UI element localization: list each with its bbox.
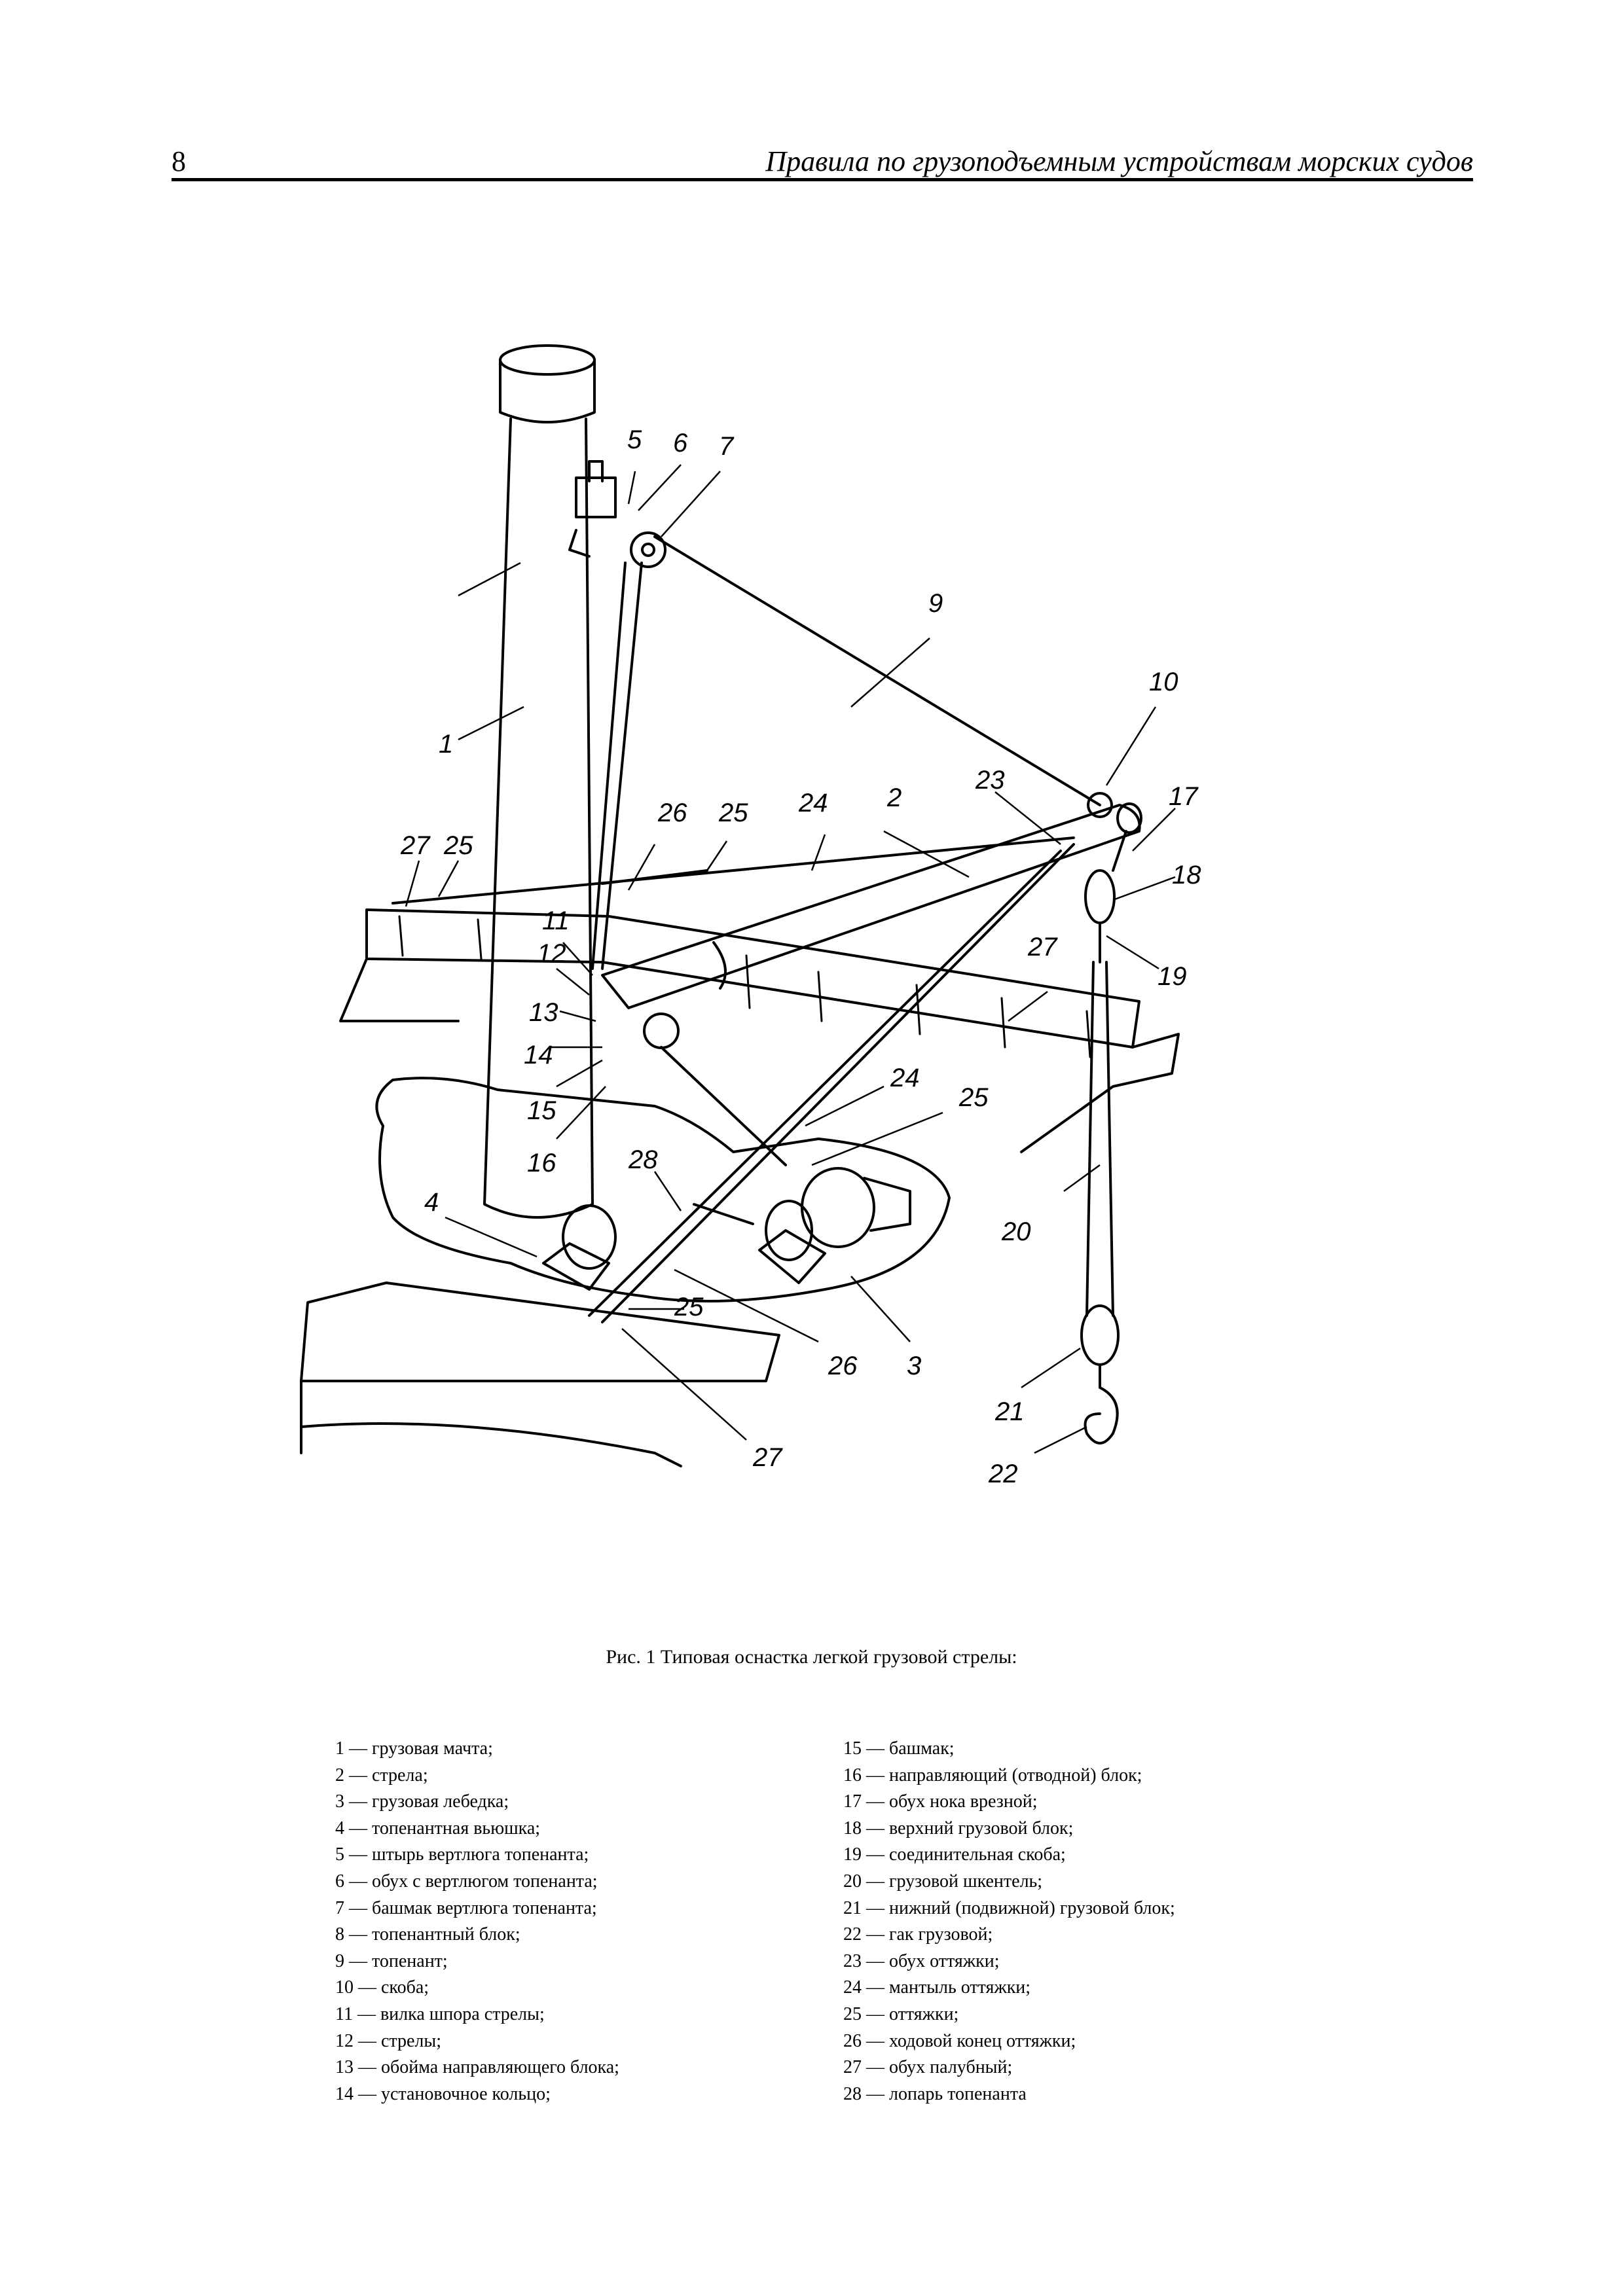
- callout-11: 11: [542, 906, 570, 935]
- topping-lift: [653, 535, 1101, 806]
- running-title: Правила по грузоподъемным устройствам мо…: [765, 145, 1473, 177]
- legend-item: 12 — стрелы;: [335, 2030, 441, 2051]
- legend-item: 18 — верхний грузовой блок;: [843, 1818, 1074, 1839]
- callout-2: 2: [886, 783, 902, 812]
- callout-18: 18: [1172, 861, 1201, 889]
- legend-item: 1 — грузовая мачта;: [335, 1738, 493, 1759]
- legend-item: 11 — вилка шпора стрелы;: [335, 2003, 545, 2024]
- callout-21: 21: [994, 1397, 1025, 1426]
- callout-14: 14: [524, 1041, 553, 1069]
- guy-near: [588, 843, 1075, 1323]
- legend-item: 4 — топенантная вьюшка;: [335, 1818, 541, 1839]
- legend-item: 20 — грузовой шкентель;: [843, 1871, 1043, 1892]
- cargo-boom-drawing: 1 2 3 4 5 6 7 8 9 10 11 12 13 14 15 16 1…: [300, 344, 1201, 1488]
- callout-25d: 25: [674, 1293, 704, 1321]
- legend-item: 14 — установочное кольцо;: [335, 2083, 551, 2104]
- legend-item: 8 — топенантный блок;: [335, 1924, 520, 1945]
- callout-17: 17: [1169, 782, 1199, 811]
- legend-right-column: 15 — башмак; 16 — направляющий (отводной…: [843, 1736, 1341, 2108]
- callout-4: 4: [424, 1188, 439, 1217]
- legend-item: 6 — обух с вертлюгом топенанта;: [335, 1871, 598, 1892]
- legend-item: 3 — грузовая лебедка;: [335, 1791, 509, 1812]
- legend-item: 25 — оттяжки;: [843, 2003, 959, 2024]
- callout-12: 12: [537, 939, 566, 968]
- page-header: 8 Правила по грузоподъемным устройствам …: [172, 144, 1473, 179]
- callout-24b: 24: [890, 1064, 920, 1092]
- callout-26b: 26: [828, 1352, 858, 1380]
- callout-19: 19: [1158, 962, 1187, 991]
- callout-23: 23: [975, 766, 1005, 795]
- legend-item: 27 — обух палубный;: [843, 2057, 1013, 2078]
- callout-13: 13: [529, 998, 558, 1027]
- callout-25c: 25: [958, 1083, 989, 1112]
- callout-25b: 25: [443, 831, 473, 860]
- mast-cap: [499, 359, 596, 423]
- mast-body: [483, 418, 594, 1219]
- legend-item: 15 — башмак;: [843, 1738, 955, 1759]
- callout-27b: 27: [1027, 933, 1058, 961]
- mast-cap-top: [499, 344, 596, 376]
- guide-block: [643, 1013, 680, 1049]
- legend-item: 22 — гак грузовой;: [843, 1924, 993, 1945]
- legend-item: 19 — соединительная скоба;: [843, 1844, 1066, 1865]
- legend-left-column: 1 — грузовая мачта; 2 — стрела; 3 — груз…: [335, 1736, 820, 2108]
- callout-7: 7: [719, 432, 735, 461]
- callout-10: 10: [1149, 668, 1178, 696]
- callout-20: 20: [1001, 1217, 1031, 1246]
- callout-15: 15: [527, 1096, 556, 1125]
- callout-26a: 26: [657, 798, 687, 827]
- legend-item: 17 — обух нока врезной;: [843, 1791, 1038, 1812]
- callout-1: 1: [439, 730, 453, 759]
- legend-item: 5 — штырь вертлюга топенанта;: [335, 1844, 589, 1865]
- cargo-boom-figure: 1 2 3 4 5 6 7 8 9 10 11 12 13 14 15 16 1…: [275, 314, 1283, 1505]
- legend-item: 28 — лопарь топенанта: [843, 2083, 1027, 2104]
- legend-item: 10 — скоба;: [335, 1977, 429, 1998]
- callout-27c: 27: [752, 1443, 783, 1472]
- callout-6: 6: [673, 429, 688, 457]
- topping-block: [630, 531, 666, 568]
- legend-item: 7 — башмак вертлюга топенанта;: [335, 1897, 597, 1918]
- legend-item: 23 — обух оттяжки;: [843, 1950, 1000, 1971]
- legend-item: 21 — нижний (подвижной) грузовой блок;: [843, 1897, 1175, 1918]
- callout-24a: 24: [798, 789, 828, 817]
- header-rule: [172, 178, 1473, 181]
- callout-28: 28: [628, 1145, 658, 1174]
- callout-22: 22: [988, 1460, 1018, 1488]
- far-bulwark: [365, 908, 1140, 1049]
- figure-caption: Рис. 1 Типовая оснастка легкой грузовой …: [606, 1646, 1017, 1668]
- legend-item: 26 — ходовой конец оттяжки;: [843, 2030, 1076, 2051]
- boom: [601, 804, 1141, 1009]
- cargo-runner: [1085, 961, 1114, 1317]
- page-number: 8: [172, 145, 186, 177]
- cargo-hook: [1084, 1386, 1119, 1444]
- callout-labels: 1 2 3 4 5 6 7 8 9 10 11 12 13 14 15 16 1…: [400, 425, 1201, 1488]
- callout-16: 16: [527, 1149, 556, 1177]
- topping-winch: [562, 1204, 617, 1270]
- near-bulwark: [300, 1282, 780, 1382]
- callout-27a: 27: [400, 831, 431, 860]
- legend-item: 13 — обойма направляющего блока;: [335, 2057, 619, 2078]
- legend-item: 16 — направляющий (отводной) блок;: [843, 1765, 1142, 1785]
- callout-25a: 25: [718, 798, 748, 827]
- callout-3: 3: [907, 1352, 921, 1380]
- legend-item: 2 — стрела;: [335, 1765, 428, 1785]
- upper-cargo-block: [1084, 869, 1116, 924]
- legend-item: 9 — топенант;: [335, 1950, 448, 1971]
- callout-5: 5: [627, 425, 642, 454]
- guy-left: [392, 836, 1075, 905]
- deck-outline: [375, 1077, 951, 1302]
- lower-cargo-block: [1080, 1304, 1120, 1366]
- legend-item: 24 — мантыль оттяжки;: [843, 1977, 1031, 1998]
- callout-9: 9: [928, 589, 943, 618]
